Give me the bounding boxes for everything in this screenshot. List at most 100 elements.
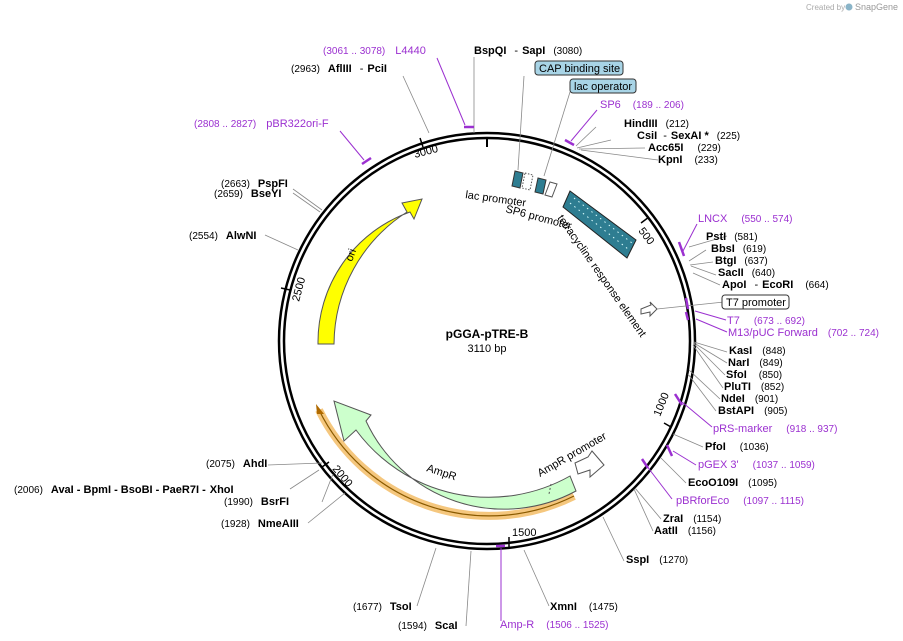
svg-text:NarI(849): NarI(849)	[728, 357, 783, 369]
primer-sp6: SP6(189 .. 206)	[600, 99, 684, 111]
svg-text:PfoI(1036): PfoI(1036)	[705, 441, 769, 453]
site-ndei: NdeI(901)	[721, 393, 778, 405]
site-bsrfi: (1990)BsrFI	[224, 496, 289, 508]
svg-text:M13/pUC Forward(702 .. 724): M13/pUC Forward(702 .. 724)	[728, 327, 879, 339]
svg-text:PluTI(852): PluTI(852)	[724, 381, 784, 393]
tick-label-1000: 1000	[652, 391, 672, 418]
site-scai: (1594)ScaI	[398, 620, 458, 632]
svg-text:CsiI-SexAI *(225): CsiI-SexAI *(225)	[637, 130, 740, 142]
site-bseyi: (2659)BseYI	[214, 188, 281, 200]
primer-l4440: (3061 .. 3078)L4440	[323, 45, 426, 57]
site-kpni: KpnI(233)	[658, 154, 718, 166]
site-kasi: KasI(848)	[729, 345, 786, 357]
ampr-feature: AmpR	[333, 400, 577, 510]
svg-text:EcoO109I(1095): EcoO109I(1095)	[688, 477, 777, 489]
site-ahdi: (2075)AhdI	[206, 458, 267, 470]
svg-text:(2663)PspFI: (2663)PspFI	[221, 178, 288, 190]
site-xmni: XmnI(1475)	[550, 601, 618, 613]
t7-promoter-arrow-icon	[640, 301, 658, 318]
tre-feature: tetracycline response element	[555, 190, 648, 339]
primer-lncx: LNCX(550 .. 574)	[698, 213, 793, 225]
svg-text:LNCX(550 .. 574): LNCX(550 .. 574)	[698, 213, 793, 225]
svg-text:(1928)NmeAIII: (1928)NmeAIII	[221, 518, 299, 530]
cap-binding-site-box: CAP binding site	[534, 60, 624, 76]
site-apoi: ApoI-EcoRI(664)	[722, 279, 829, 291]
site-csii: CsiI-SexAI *(225)	[637, 130, 740, 142]
lac-operator-label: lac operator	[574, 81, 632, 93]
svg-text:KpnI(233): KpnI(233)	[658, 154, 718, 166]
backbone	[277, 131, 697, 551]
tick-label-1500: 1500	[512, 527, 536, 539]
site-nari: NarI(849)	[728, 357, 783, 369]
primer-pgex-3: pGEX 3'(1037 .. 1059)	[698, 459, 815, 471]
svg-text:pBRforEco(1097 .. 1115): pBRforEco(1097 .. 1115)	[676, 495, 804, 507]
primer-pbrforeco: pBRforEco(1097 .. 1115)	[676, 495, 804, 507]
svg-text:(2075)AhdI: (2075)AhdI	[206, 458, 267, 470]
site-hindiii: HindIII(212)	[624, 118, 689, 130]
site-btgi: BtgI(637)	[715, 255, 768, 267]
svg-text:NdeI(901): NdeI(901)	[721, 393, 778, 405]
svg-text:PstI(581): PstI(581)	[706, 231, 758, 243]
credit-prefix: Created by	[806, 3, 845, 12]
plasmid-name: pGGA-pTRE-B	[446, 327, 529, 341]
svg-text:SspI(1270): SspI(1270)	[626, 554, 688, 566]
svg-text:HindIII(212): HindIII(212)	[624, 118, 689, 130]
site-tsoi: (1677)TsoI	[353, 601, 412, 613]
primer-prs-marker: pRS-marker(918 .. 937)	[713, 423, 837, 435]
lac-operator-box: lac operator	[569, 78, 637, 94]
site-ecoo109i: EcoO109I(1095)	[688, 477, 777, 489]
svg-text:BstAPI(905): BstAPI(905)	[718, 405, 787, 417]
site-sfoi: SfoI(850)	[726, 369, 782, 381]
site-sacii: SacII(640)	[718, 267, 775, 279]
svg-text:Acc65I(229): Acc65I(229)	[648, 142, 721, 154]
site-pluti: PluTI(852)	[724, 381, 784, 393]
svg-text:KasI(848): KasI(848)	[729, 345, 786, 357]
ampr-primer-band-line	[318, 409, 575, 517]
site-acc65i: Acc65I(229)	[648, 142, 721, 154]
ori-feature: ori	[317, 198, 423, 345]
site-bstapi: BstAPI(905)	[718, 405, 787, 417]
ampr-label: AmpR	[425, 462, 458, 483]
lac-region: lac promoter SP6 promoter	[465, 170, 573, 233]
ampr-promoter-feature: AmpR promoter	[536, 430, 610, 479]
tick-label-2000: 2000	[330, 463, 355, 489]
svg-text:(1594)ScaI: (1594)ScaI	[398, 620, 458, 632]
site-nmeaiii: (1928)NmeAIII	[221, 518, 299, 530]
svg-text:(2659)BseYI: (2659)BseYI	[214, 188, 281, 200]
ampr-promoter-label: AmpR promoter	[536, 430, 610, 479]
svg-text:SacII(640): SacII(640)	[718, 267, 775, 279]
site-xhoi: (2006)AvaI - BpmI - BsoBI - PaeR7I -XhoI	[14, 484, 234, 496]
svg-text:ZraI(1154): ZraI(1154)	[663, 513, 721, 525]
svg-text:XmnI(1475): XmnI(1475)	[550, 601, 618, 613]
site-afliii: (2963)AflIII-PciI	[291, 63, 387, 75]
svg-text:AatII(1156): AatII(1156)	[654, 525, 716, 537]
svg-text:SfoI(850): SfoI(850)	[726, 369, 782, 381]
svg-text:pRS-marker(918 .. 937): pRS-marker(918 .. 937)	[713, 423, 837, 435]
site-aatii: AatII(1156)	[654, 525, 716, 537]
plasmid-length: 3110 bp	[468, 343, 507, 355]
site-bbsi: BbsI(619)	[711, 243, 766, 255]
primer-t7: T7(673 .. 692)	[727, 315, 805, 327]
svg-text:(2963)AflIII-PciI: (2963)AflIII-PciI	[291, 63, 387, 75]
snapgene-logo-icon	[845, 3, 853, 11]
t7-promoter-label: T7 promoter	[726, 297, 786, 309]
site-pfoi: PfoI(1036)	[705, 441, 769, 453]
svg-text:SP6(189 .. 206): SP6(189 .. 206)	[600, 99, 684, 111]
site-pspfi: (2663)PspFI	[221, 178, 288, 190]
svg-text:BtgI(637): BtgI(637)	[715, 255, 768, 267]
primer-amp-r: Amp-R(1506 .. 1525)	[500, 619, 609, 631]
svg-text:ApoI-EcoRI(664): ApoI-EcoRI(664)	[722, 279, 829, 291]
tick-label-500: 500	[636, 225, 657, 247]
cap-binding-site-label: CAP binding site	[539, 63, 620, 75]
ampr-primer-arrow-icon	[316, 404, 324, 414]
site-sspi: SspI(1270)	[626, 554, 688, 566]
svg-text:T7(673 .. 692): T7(673 .. 692)	[727, 315, 805, 327]
svg-text:(2808 .. 2827)pBR322ori-F: (2808 .. 2827)pBR322ori-F	[194, 118, 329, 130]
primer-m13-puc-forward: M13/pUC Forward(702 .. 724)	[728, 327, 879, 339]
svg-text:(3061 .. 3078)L4440: (3061 .. 3078)L4440	[323, 45, 426, 57]
svg-text:(2554)AlwNI: (2554)AlwNI	[189, 230, 256, 242]
leader-lines	[264, 57, 728, 627]
svg-text:(2006)AvaI - BpmI - BsoBI -: (2006)AvaI - BpmI - BsoBI - PaeR7I -XhoI	[14, 484, 234, 496]
svg-text:(1677)TsoI: (1677)TsoI	[353, 601, 412, 613]
